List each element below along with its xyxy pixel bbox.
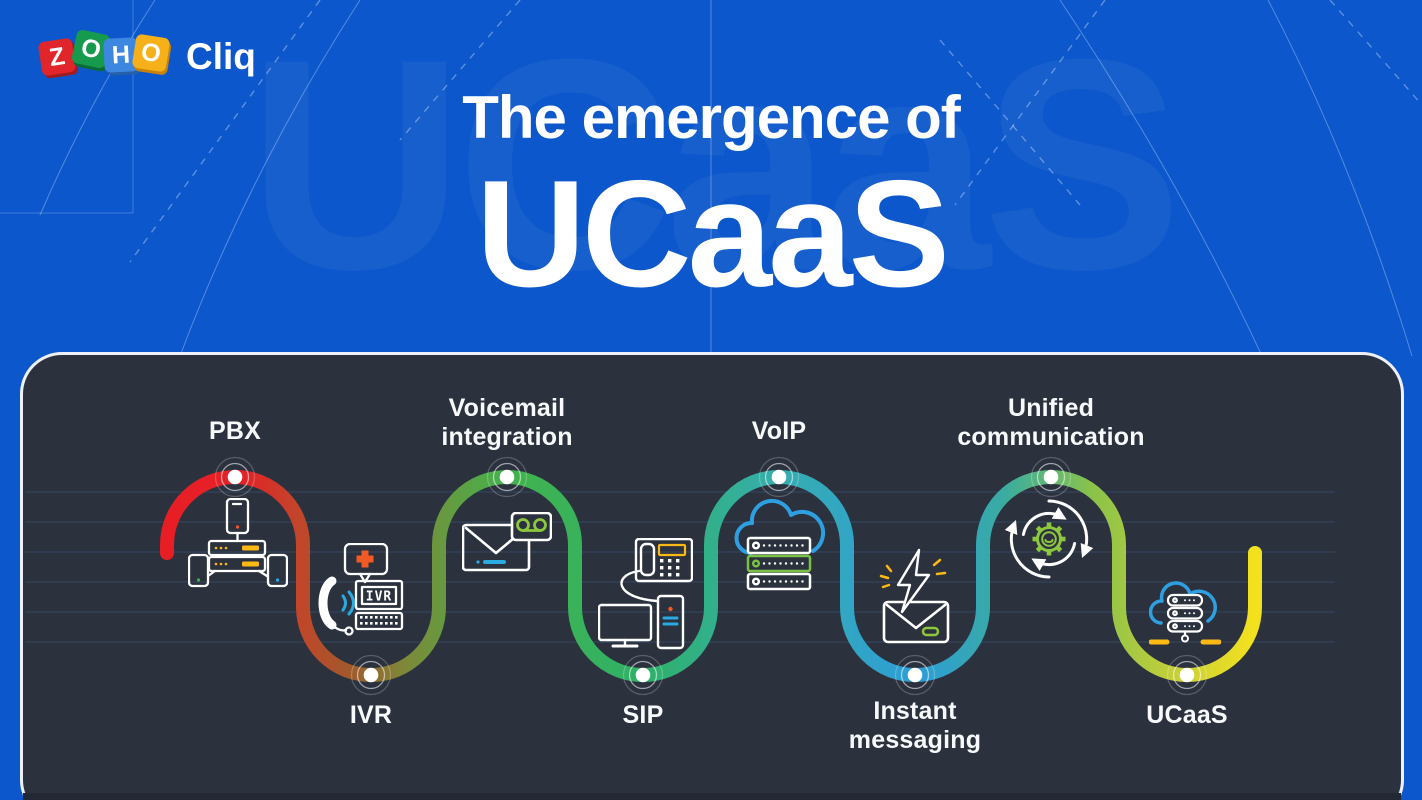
zoho-logo-letter: H [111,40,131,69]
node-label-ivr: IVR [349,701,393,729]
product-name: Cliq [186,36,256,77]
zoho-logo-letter: O [139,37,163,68]
page-title-line2: UCaaS [476,149,950,319]
node-label-unified-communication: Unified communication [957,394,1145,451]
node-label-voip: VoIP [751,417,807,445]
node-label-pbx: PBX [208,417,261,445]
zoho-logo-letter: Z [47,41,67,72]
pbx-network-icon [187,497,289,595]
zoho-logo-box-o2: O [131,33,171,73]
svg-text:IVR: IVR [366,590,392,605]
zoho-logo-letter: O [78,32,104,65]
panel-bottom-edge [23,793,1401,800]
voicemail-envelope-icon [461,511,553,577]
ucaas-watermark-text: UCaaS [247,0,1182,332]
node-label-voicemail-integration: Voicemail integration [441,394,573,451]
instant-messaging-icon [877,548,955,653]
page-title-line1: The emergence of [462,84,961,151]
ivr-system-icon: IVR [312,542,417,648]
node-label-ucaas: UCaaS [1146,701,1228,729]
voip-cloud-servers-icon [729,494,829,597]
node-label-sip: SIP [622,701,664,729]
node-label-instant-messaging: Instant messaging [848,697,982,754]
ucaas-cloud-server-icon [1148,574,1222,655]
sip-phone-computer-icon [597,537,694,655]
unified-communication-icon [1004,494,1094,589]
zoho-logo-box-z: Z [37,37,77,77]
background-pattern [0,0,1422,356]
